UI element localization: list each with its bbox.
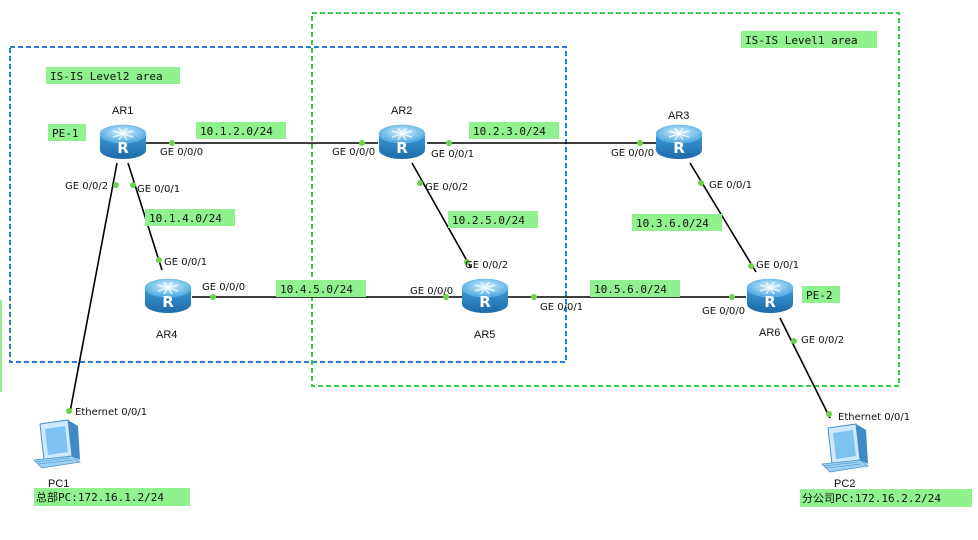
subnet-ar2-ar3: 10.2.3.0/24 <box>473 125 546 138</box>
port-pc2-eth: Ethernet 0/0/1 <box>838 412 910 423</box>
pe2-tag-bg <box>802 286 840 303</box>
subnet-ar1-ar4: 10.1.4.0/24 <box>149 212 222 225</box>
port-dot <box>464 259 470 265</box>
subnet-ar1-ar4-bg <box>145 209 235 226</box>
port-ar1-g000: GE 0/0/0 <box>160 147 203 158</box>
port-ar2-g002: GE 0/0/2 <box>425 182 468 193</box>
router-ar6[interactable] <box>746 278 794 314</box>
level2-area-label: IS-IS Level2 area <box>50 70 163 83</box>
router-ar5-name: AR5 <box>474 329 495 341</box>
port-dot <box>443 294 449 300</box>
port-dot <box>417 180 423 186</box>
port-dot <box>210 294 216 300</box>
pc1-icon[interactable] <box>33 419 81 469</box>
router-ar4-name: AR4 <box>156 329 177 341</box>
port-dot <box>359 140 365 146</box>
port-ar5-g002: GE 0/0/2 <box>465 260 508 271</box>
subnet-ar3-ar6-bg <box>632 214 722 231</box>
subnet-ar1-ar2: 10.1.2.0/24 <box>200 125 273 138</box>
port-dot <box>66 408 72 414</box>
port-dot <box>698 180 704 186</box>
pc2-name: PC2 <box>834 478 855 490</box>
pc2-info: 分公司PC:172.16.2.2/24 <box>802 492 941 505</box>
subnet-ar2-ar3-bg <box>469 122 559 139</box>
port-ar3-g001: GE 0/0/1 <box>709 180 752 191</box>
links <box>69 142 831 419</box>
port-ar4-g001: GE 0/0/1 <box>164 257 207 268</box>
router-ar6-name: AR6 <box>759 327 780 339</box>
router-ar5[interactable] <box>461 278 509 314</box>
port-dot <box>169 140 175 146</box>
subnet-ar3-ar6: 10.3.6.0/24 <box>636 217 709 230</box>
pe2-tag: PE-2 <box>806 289 833 302</box>
port-dot <box>156 257 162 263</box>
port-dot <box>748 263 754 269</box>
level1-area-label: IS-IS Level1 area <box>745 34 858 47</box>
router-ar3[interactable] <box>655 124 703 160</box>
port-ar5-g001: GE 0/0/1 <box>540 302 583 313</box>
port-ar2-g001: GE 0/0/1 <box>431 149 474 160</box>
port-ar6-g001: GE 0/0/1 <box>756 260 799 271</box>
router-ar4[interactable] <box>144 278 192 314</box>
level1-area-label-bg <box>741 31 877 48</box>
pc1-info-bg <box>34 488 190 506</box>
router-ar1[interactable] <box>99 124 147 160</box>
pe1-tag: PE-1 <box>52 127 79 140</box>
port-ar1-g001: GE 0/0/1 <box>137 184 180 195</box>
subnet-ar4-ar5-bg <box>276 280 366 297</box>
port-dot <box>113 182 119 188</box>
router-ar2-name: AR2 <box>391 105 412 117</box>
port-ar6-g000: GE 0/0/0 <box>702 306 745 317</box>
port-dot <box>531 294 537 300</box>
subnet-ar4-ar5: 10.4.5.0/24 <box>280 283 353 296</box>
subnet-ar1-ar2-bg <box>196 122 286 139</box>
port-ar3-g000: GE 0/0/0 <box>611 148 654 159</box>
link-ar1-pc1 <box>69 162 118 413</box>
link-ar2-ar5 <box>411 162 472 269</box>
pc1-info: 总部PC:172.16.1.2/24 <box>36 490 164 504</box>
level2-area-label-bg <box>46 67 180 84</box>
link-ar6-pc2 <box>779 317 831 419</box>
router-ar2[interactable] <box>378 124 426 160</box>
port-ar1-g002: GE 0/0/2 <box>65 181 108 192</box>
port-dot <box>826 411 832 417</box>
subnet-ar2-ar5-bg <box>448 211 538 228</box>
level2-area-box <box>9 46 567 363</box>
port-ar4-g000: GE 0/0/0 <box>202 282 245 293</box>
port-ar6-g002: GE 0/0/2 <box>801 335 844 346</box>
port-dot <box>729 294 735 300</box>
pe1-tag-bg <box>48 124 86 141</box>
port-dot <box>446 140 452 146</box>
port-pc1-eth: Ethernet 0/0/1 <box>75 407 147 418</box>
port-dot <box>791 338 797 344</box>
port-dots <box>66 140 832 417</box>
subnet-ar5-ar6: 10.5.6.0/24 <box>594 283 667 296</box>
router-ar1-name: AR1 <box>112 105 133 117</box>
port-dot <box>637 140 643 146</box>
router-ar3-name: AR3 <box>668 110 689 122</box>
port-ar5-g000: GE 0/0/0 <box>410 286 453 297</box>
pc2-icon[interactable] <box>821 423 869 473</box>
subnet-ar2-ar5: 10.2.5.0/24 <box>452 214 525 227</box>
port-ar2-g000: GE 0/0/0 <box>332 147 375 158</box>
port-dot <box>130 182 136 188</box>
pc2-info-bg <box>800 489 972 507</box>
level1-area-box <box>311 12 900 387</box>
subnet-ar5-ar6-bg <box>590 280 680 297</box>
pc1-name: PC1 <box>48 478 69 490</box>
